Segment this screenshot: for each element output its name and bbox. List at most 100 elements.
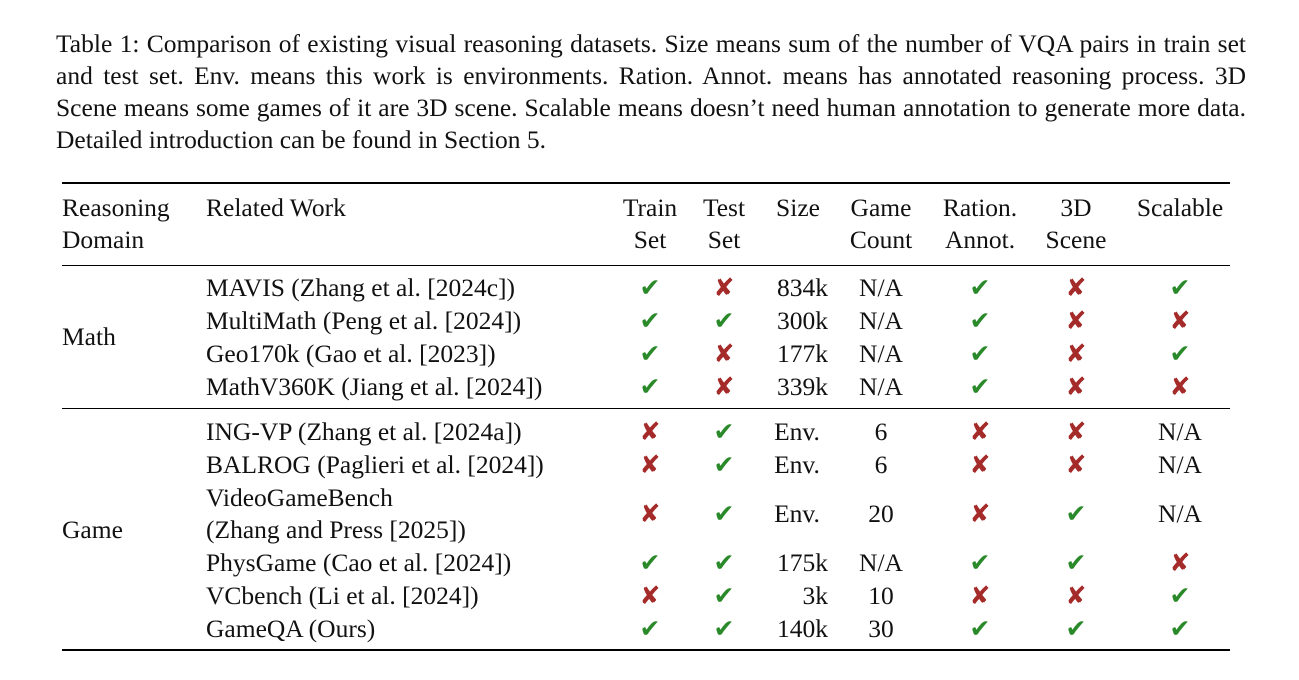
check-icon: ✔	[1169, 339, 1191, 368]
header-ration-line2: Annot.	[944, 225, 1016, 254]
cross-icon: ✘	[1065, 273, 1087, 302]
related-work-name: VideoGameBench	[206, 483, 393, 512]
header-train-line1: Train	[622, 193, 678, 222]
check-icon: ✔	[969, 614, 991, 643]
size-value: 140k	[777, 614, 828, 643]
check-icon: ✔	[1169, 581, 1191, 610]
game-count-value: N/A	[859, 339, 903, 368]
cross-icon: ✘	[639, 417, 661, 446]
header-scene-line2: Scene	[1045, 225, 1107, 254]
cross-icon: ✘	[969, 581, 991, 610]
check-icon: ✔	[969, 306, 991, 335]
cross-icon: ✘	[1065, 306, 1087, 335]
size-value: 339k	[777, 372, 828, 401]
related-work-citation: (Zhang and Press [2025])	[206, 515, 466, 544]
check-icon: ✔	[639, 548, 661, 577]
check-icon: ✔	[1169, 273, 1191, 302]
top-rule	[62, 182, 1230, 184]
related-work-name: MathV360K (Jiang et al. [2024])	[206, 372, 543, 401]
cross-icon: ✘	[639, 450, 661, 479]
cross-icon: ✘	[713, 339, 735, 368]
header-train-line2: Set	[633, 225, 667, 254]
cross-icon: ✘	[1065, 450, 1087, 479]
cross-icon: ✘	[713, 273, 735, 302]
game-count-value: N/A	[859, 548, 903, 577]
game-count-value: 6	[874, 450, 888, 479]
game-count-value: N/A	[859, 273, 903, 302]
size-value: 175k	[777, 548, 828, 577]
related-work-name: GameQA (Ours)	[206, 614, 376, 643]
related-work-name: MultiMath (Peng et al. [2024])	[206, 306, 522, 335]
header-rule	[62, 265, 1230, 267]
header-game-line1: Game	[850, 193, 912, 222]
size-value: 300k	[777, 306, 828, 335]
check-icon: ✔	[639, 273, 661, 302]
check-icon: ✔	[1065, 614, 1087, 643]
related-work-name: Geo170k (Gao et al. [2023])	[206, 339, 496, 368]
cross-icon: ✘	[1065, 372, 1087, 401]
check-icon: ✔	[713, 548, 735, 577]
game-count-value: N/A	[859, 372, 903, 401]
size-value: Env.	[774, 417, 820, 446]
scalable-value: N/A	[1158, 450, 1202, 479]
header-ration-line1: Ration.	[942, 193, 1018, 222]
check-icon: ✔	[713, 581, 735, 610]
scalable-value: N/A	[1158, 417, 1202, 446]
check-icon: ✔	[1169, 614, 1191, 643]
game-count-value: 20	[868, 499, 894, 528]
cross-icon: ✘	[969, 417, 991, 446]
cross-icon: ✘	[713, 372, 735, 401]
related-work-name: ING-VP (Zhang et al. [2024a])	[206, 417, 522, 446]
bottom-rule	[62, 649, 1230, 651]
check-icon: ✔	[713, 614, 735, 643]
check-icon: ✔	[639, 614, 661, 643]
header-test-line2: Set	[707, 225, 741, 254]
game-count-value: N/A	[859, 306, 903, 335]
check-icon: ✔	[969, 339, 991, 368]
check-icon: ✔	[969, 548, 991, 577]
game-count-value: 30	[868, 614, 894, 643]
related-work-name: VCbench (Li et al. [2024])	[206, 581, 479, 610]
related-work-name: MAVIS (Zhang et al. [2024c])	[206, 273, 516, 302]
check-icon: ✔	[1065, 499, 1087, 528]
cross-icon: ✘	[1065, 417, 1087, 446]
related-work-name: PhysGame (Cao et al. [2024])	[206, 548, 512, 577]
check-icon: ✔	[713, 450, 735, 479]
cross-icon: ✘	[1169, 548, 1191, 577]
cross-icon: ✘	[1065, 339, 1087, 368]
check-icon: ✔	[713, 306, 735, 335]
game-count-value: 10	[868, 581, 894, 610]
cross-icon: ✘	[1169, 306, 1191, 335]
size-value: 3k	[802, 581, 829, 610]
check-icon: ✔	[969, 372, 991, 401]
header-domain-line2: Domain	[62, 225, 145, 254]
cross-icon: ✘	[1065, 581, 1087, 610]
size-value: Env.	[774, 499, 820, 528]
cross-icon: ✘	[969, 450, 991, 479]
check-icon: ✔	[639, 372, 661, 401]
check-icon: ✔	[713, 499, 735, 528]
table-caption: Table 1: Comparison of existing visual r…	[56, 29, 1246, 154]
header-scene-line1: 3D	[1060, 193, 1092, 222]
size-value: Env.	[774, 450, 820, 479]
cross-icon: ✘	[1169, 372, 1191, 401]
check-icon: ✔	[969, 273, 991, 302]
header-domain-line1: Reasoning	[62, 193, 170, 222]
header-size: Size	[776, 193, 820, 222]
scalable-value: N/A	[1158, 499, 1202, 528]
related-work-name: BALROG (Paglieri et al. [2024])	[206, 450, 544, 479]
header-test-line1: Test	[702, 193, 746, 222]
cross-icon: ✘	[639, 499, 661, 528]
header-game-line2: Count	[849, 225, 913, 254]
size-value: 177k	[777, 339, 828, 368]
header-related-work: Related Work	[206, 193, 346, 222]
domain-game: Game	[62, 515, 123, 544]
cross-icon: ✘	[639, 581, 661, 610]
cross-icon: ✘	[969, 499, 991, 528]
section-rule	[62, 408, 1230, 410]
domain-math: Math	[62, 322, 116, 351]
game-count-value: 6	[874, 417, 888, 446]
header-scalable: Scalable	[1136, 193, 1224, 222]
check-icon: ✔	[713, 417, 735, 446]
check-icon: ✔	[639, 306, 661, 335]
